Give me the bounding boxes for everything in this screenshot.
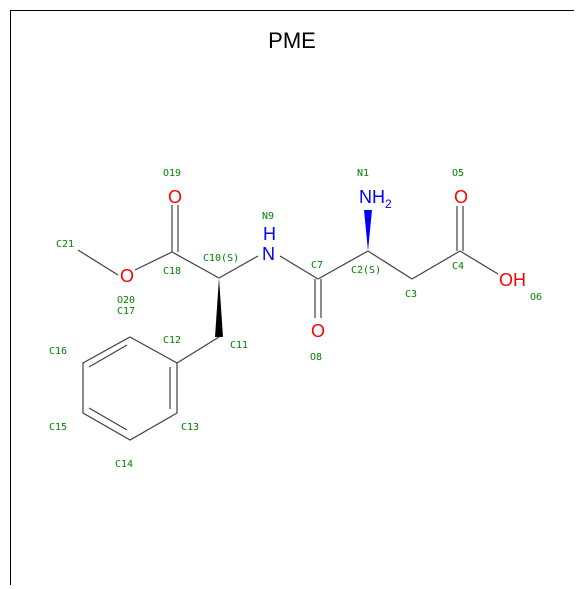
atom-o19: O bbox=[168, 187, 182, 207]
label-o6: O6 bbox=[530, 292, 542, 303]
label-c7: C7 bbox=[311, 260, 323, 271]
label-n9: N9 bbox=[262, 211, 274, 222]
atom-o8: O bbox=[311, 321, 325, 341]
bond-c21-o20 bbox=[77, 249, 119, 276]
label-o20: O20 bbox=[117, 295, 135, 306]
label-c16: C16 bbox=[49, 346, 67, 357]
label-c18: C18 bbox=[163, 266, 181, 277]
bonds bbox=[77, 205, 499, 441]
molecule-title: PME bbox=[268, 28, 316, 53]
atom-n9-h: H bbox=[263, 224, 276, 244]
bond-o20-c18 bbox=[134, 251, 173, 271]
bond-c18-c10 bbox=[171, 251, 220, 279]
bond-c4-o6 bbox=[459, 250, 499, 275]
atom-labels: O19 N1 O5 N9 C21 C10(S) C7 C2(S) C18 C4 … bbox=[49, 168, 542, 470]
label-c17: C17 bbox=[117, 306, 135, 317]
bond-c3-c4 bbox=[411, 250, 461, 280]
label-c4: C4 bbox=[452, 261, 464, 272]
atom-o5: O bbox=[454, 187, 468, 207]
label-c14: C14 bbox=[115, 459, 133, 470]
label-o8: O8 bbox=[310, 352, 322, 363]
bond-c7-c2 bbox=[317, 250, 369, 280]
label-c12: C12 bbox=[163, 335, 181, 346]
ring-double-1 bbox=[88, 344, 128, 368]
atom-n1: NH2 bbox=[359, 187, 392, 211]
benzene-ring bbox=[82, 336, 178, 441]
label-c3: C3 bbox=[405, 289, 417, 300]
atom-symbols: O O H N O NH2 O OH bbox=[120, 187, 526, 341]
label-o5: O5 bbox=[452, 168, 464, 179]
wedge-c10-c11 bbox=[215, 278, 223, 337]
label-c13: C13 bbox=[181, 422, 199, 433]
bond-c11-c12 bbox=[176, 336, 220, 364]
label-c21: C21 bbox=[56, 239, 74, 250]
bond-n9-c7 bbox=[279, 255, 319, 280]
label-n1: N1 bbox=[357, 168, 369, 179]
label-c10: C10(S) bbox=[203, 253, 239, 264]
bond-c10-n9 bbox=[218, 255, 259, 279]
ring-double-2 bbox=[88, 407, 128, 431]
label-o19: O19 bbox=[163, 168, 181, 179]
label-c11: C11 bbox=[230, 340, 248, 351]
atom-n9: N bbox=[262, 244, 275, 264]
wedge-c2-n1 bbox=[364, 210, 372, 251]
atom-o20: O bbox=[120, 266, 134, 286]
label-c15: C15 bbox=[49, 422, 67, 433]
label-c2: C2(S) bbox=[351, 265, 381, 276]
atom-o6: OH bbox=[499, 270, 526, 290]
diagram-frame bbox=[10, 10, 574, 585]
bond-c2-c3 bbox=[367, 250, 413, 280]
